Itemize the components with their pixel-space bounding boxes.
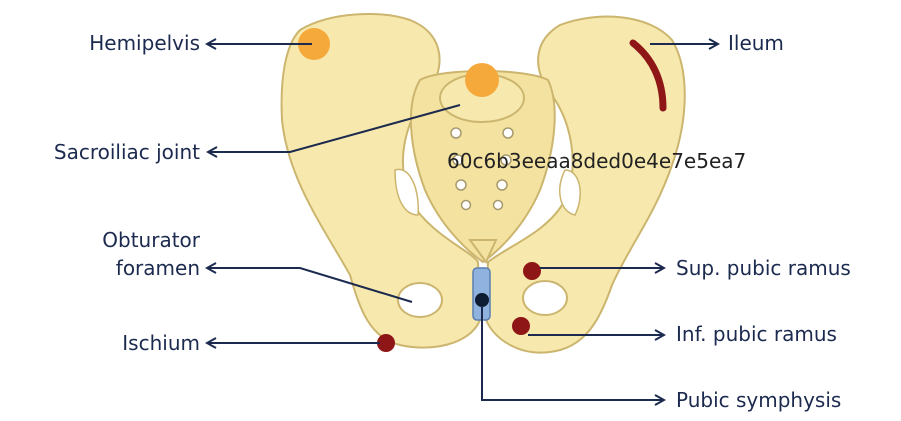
label-obturator-line1: Obturator	[20, 228, 200, 252]
label-ischium: Ischium	[20, 331, 200, 355]
label-hemipelvis: Hemipelvis	[20, 31, 200, 55]
inf-pubic-ramus-marker	[512, 317, 530, 335]
right-obturator-foramen-shape	[523, 281, 567, 315]
label-inf-pubic-ramus: Inf. pubic ramus	[676, 322, 837, 346]
label-pubic-symphysis: Pubic symphysis	[676, 388, 841, 412]
label-sacroiliac-joint: Sacroiliac joint	[4, 140, 200, 164]
sup-pubic-ramus-marker	[523, 262, 541, 280]
label-ileum: Ileum	[728, 31, 784, 55]
label-sup-pubic-ramus: Sup. pubic ramus	[676, 256, 851, 280]
label-obturator-line2: foramen	[20, 256, 200, 280]
sacroiliac-joint-marker	[465, 63, 499, 97]
pubic-symphysis-marker	[475, 293, 489, 307]
watermark-id: 60c6b3eeaa8ded0e4e7e5ea7	[447, 149, 746, 173]
